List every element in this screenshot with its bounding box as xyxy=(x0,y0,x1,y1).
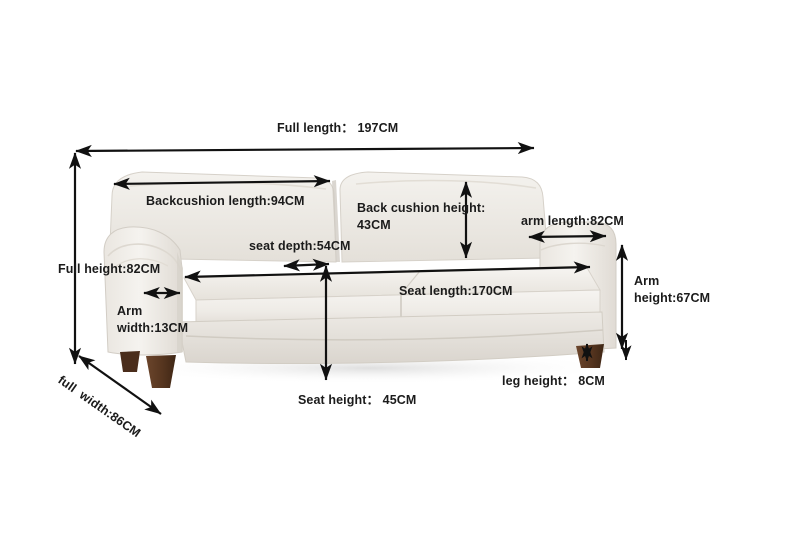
leg-back-left xyxy=(120,351,140,372)
full-width-arrow xyxy=(78,355,162,415)
back-cushion-right-crease xyxy=(355,179,537,189)
right-arm-inner-edge xyxy=(540,242,606,251)
label-full-height: Full height:82CM xyxy=(58,262,161,276)
label-arm-height: Arm height:67CM xyxy=(634,274,711,305)
label-full-length: Full length： 197CM xyxy=(277,121,399,135)
label-back-cushion-height: Back cushion height: 43CM xyxy=(357,201,486,232)
label-seat-depth: seat depth:54CM xyxy=(249,239,351,253)
label-arm-width: Arm width:13CM xyxy=(117,304,189,335)
leg-front-left xyxy=(146,355,176,388)
left-arm-roll-2 xyxy=(113,258,169,269)
label-seat-height: Seat height： 45CM xyxy=(298,393,417,407)
dimension-lines xyxy=(68,142,632,415)
back-cushion-gap xyxy=(332,180,340,262)
label-leg-height: leg height： 8CM xyxy=(502,374,605,388)
base-seam xyxy=(185,329,604,341)
label-backcushion-length: Backcushion length:94CM xyxy=(146,194,305,208)
label-arm-length: arm length:82CM xyxy=(521,214,624,228)
back-cushion-right xyxy=(339,171,549,263)
backcushion-length-arrow xyxy=(113,175,331,190)
full-length-arrow xyxy=(75,142,535,157)
leg-front-right xyxy=(576,344,604,368)
arm-length-arrow xyxy=(528,230,607,243)
label-seat-length: Seat length:170CM xyxy=(399,284,513,298)
left-arm-inner-shadow xyxy=(177,252,183,352)
seat-length-arrow xyxy=(184,261,591,283)
sofa-illustration xyxy=(103,171,620,388)
seat-depth-arrow xyxy=(283,258,330,272)
